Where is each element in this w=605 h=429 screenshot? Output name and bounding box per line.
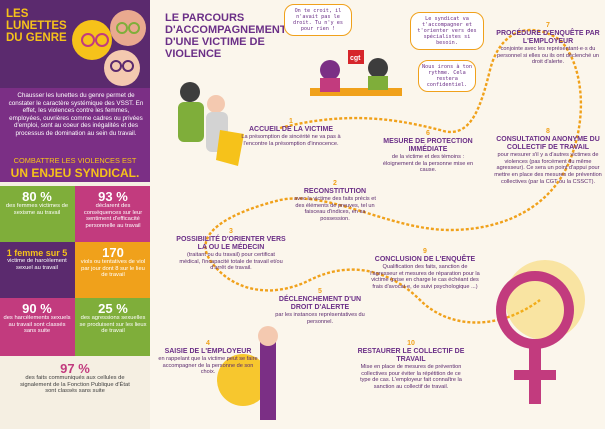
stat-block: 97 % des faits communiqués aux cellules … <box>20 362 130 395</box>
step-number: 2 <box>333 180 337 187</box>
step-number: 4 <box>206 340 210 347</box>
speech-bubble: On te croit, il n'avait pas le droit. Tu… <box>284 4 352 36</box>
step-title: CONSULTATION ANONYME DU COLLECTIF DE TRA… <box>496 136 600 151</box>
women-symbol-illustration <box>496 271 574 404</box>
stat-block: 1 femme sur 5 victime de harcèlement sex… <box>2 248 72 271</box>
glasses-faces-illustration <box>72 10 146 86</box>
step-number: 3 <box>229 228 233 235</box>
step-desc: Mise en place de mesures de prévention c… <box>360 364 462 391</box>
stat-number: 93 % <box>98 189 128 204</box>
intro-text: Chausser les lunettes du genre permet de… <box>8 92 144 137</box>
step-number: 5 <box>318 288 322 295</box>
step-title: DÉCLENCHEMENT D'UN DROIT D'ALERTE <box>278 296 362 311</box>
step-7: 7 PROCÉDURE D'ENQUÊTE PAR L'EMPLOYEUR co… <box>494 22 602 66</box>
stat-block: 90 % des harcèlements sexuels au travail… <box>2 302 72 335</box>
step-number: 8 <box>546 128 550 135</box>
left-title: LES LUNETTES DU GENRE <box>6 8 67 44</box>
speech-bubble: Le syndicat va t'accompagner et t'orient… <box>410 12 484 50</box>
step-number: 1 <box>289 118 293 125</box>
stat-number: 90 % <box>22 301 52 316</box>
step-title: CONCLUSION DE L'ENQUÊTE <box>374 256 476 263</box>
stat-text: des femmes victimes de sexisme au travai… <box>5 203 69 216</box>
step-2: 2 RECONSTITUTION avec la victime des fai… <box>290 180 380 223</box>
stat-number: 80 % <box>22 189 52 204</box>
step-desc: La présomption de sincérité ne va pas à … <box>241 134 341 147</box>
raised-arm-illustration <box>258 326 278 420</box>
stat-number: 1 femme sur 5 <box>6 248 68 258</box>
cgt-sign-text: cgt <box>350 55 361 62</box>
meeting-illustration: cgt <box>310 50 402 96</box>
step-title: RESTAURER LE COLLECTIF DE TRAVAIL <box>357 348 465 363</box>
stat-block: 80 % des femmes victimes de sexisme au t… <box>2 190 72 216</box>
intro-block: Chausser les lunettes du genre permet de… <box>0 88 150 182</box>
stat-block: 93 % déclarent des conséquences sur leur… <box>78 190 148 229</box>
step-9: 9 CONCLUSION DE L'ENQUÊTE Qualification … <box>370 248 480 291</box>
step-desc: conjointe avec les représentant·e·s du p… <box>497 46 599 66</box>
stat-text: viols ou tentatives de viol par jour don… <box>80 259 146 279</box>
step-desc: en rappelant que la victime peut se fair… <box>158 356 258 376</box>
step-desc: pour mesurer s'il y a d'autres victimes … <box>494 152 602 185</box>
step-5: 5 DÉCLENCHEMENT D'UN DROIT D'ALERTE par … <box>270 288 370 325</box>
stat-block: 170 viols ou tentatives de viol par jour… <box>78 246 148 279</box>
step-3: 3 POSSIBILITÉ D'ORIENTER VERS LA OU LE M… <box>176 228 286 272</box>
stat-number: 25 % <box>98 301 128 316</box>
stat-block: 25 % des agressions sexuelles se produis… <box>78 302 148 335</box>
stat-bg <box>0 298 75 356</box>
step-desc: par les instances représentatives du per… <box>275 312 365 325</box>
step-1: 1 ACCUEIL DE LA VICTIME La présomption d… <box>236 118 346 147</box>
stat-text: des faits communiqués aux cellules de si… <box>20 375 130 395</box>
stat-bg <box>75 186 150 242</box>
step-4: 4 SAISIE DE L'EMPLOYEUR en rappelant que… <box>158 340 258 376</box>
step-title: PROCÉDURE D'ENQUÊTE PAR L'EMPLOYEUR <box>496 30 600 45</box>
step-title: POSSIBILITÉ D'ORIENTER VERS LA OU LE MÉD… <box>176 236 286 251</box>
left-header: LES LUNETTES DU GENRE <box>0 0 150 88</box>
step-desc: de la victime et des témoins : éloigneme… <box>382 154 474 174</box>
step-6: 6 MESURE DE PROTECTION IMMÉDIATE de la v… <box>378 130 478 174</box>
step-title: SAISIE DE L'EMPLOYEUR <box>164 348 252 355</box>
stat-bg <box>75 242 150 298</box>
step-desc: Qualification des faits, sanction de l'a… <box>370 264 480 291</box>
speech-bubble: Nous irons à ton rythme. Cela restera co… <box>418 60 476 92</box>
left-panel: LES LUNETTES DU GENRE Chausser les lunet… <box>0 0 150 429</box>
stat-text: déclarent des conséquences sur leur sent… <box>83 203 143 229</box>
main-title: LE PARCOURS D'ACCOMPAGNEMENT D'UNE VICTI… <box>165 12 287 60</box>
stat-number: 170 <box>102 245 124 260</box>
step-number: 6 <box>426 130 430 137</box>
step-number: 10 <box>407 340 415 347</box>
stat-bg <box>75 298 150 356</box>
stat-number: 97 % <box>60 361 90 376</box>
step-desc: avec la victime des faits précis et des … <box>294 196 376 223</box>
step-title: RECONSTITUTION <box>303 188 367 195</box>
step-desc: (traitant ou du travail) pour certificat… <box>179 252 283 272</box>
stat-text: des harcèlements sexuels au travail sont… <box>3 315 71 335</box>
stat-text: des agressions sexuelles se produisent s… <box>79 315 147 335</box>
step-number: 7 <box>546 22 550 29</box>
stat-bg <box>0 242 75 298</box>
step-8: 8 CONSULTATION ANONYME DU COLLECTIF DE T… <box>494 128 602 186</box>
step-10: 10 RESTAURER LE COLLECTIF DE TRAVAIL Mis… <box>356 340 466 391</box>
step-number: 9 <box>423 248 427 255</box>
step-title: ACCUEIL DE LA VICTIME <box>248 126 333 133</box>
stat-text: victime de harcèlement sexuel au travail <box>7 258 67 271</box>
victim-illustration <box>178 82 244 166</box>
intro-call: COMBATTRE LES VIOLENCES EST <box>13 156 137 165</box>
intro-call-big: UN ENJEU SYNDICAL. <box>10 166 140 180</box>
stat-bg <box>0 186 75 242</box>
step-title: MESURE DE PROTECTION IMMÉDIATE <box>383 138 473 153</box>
